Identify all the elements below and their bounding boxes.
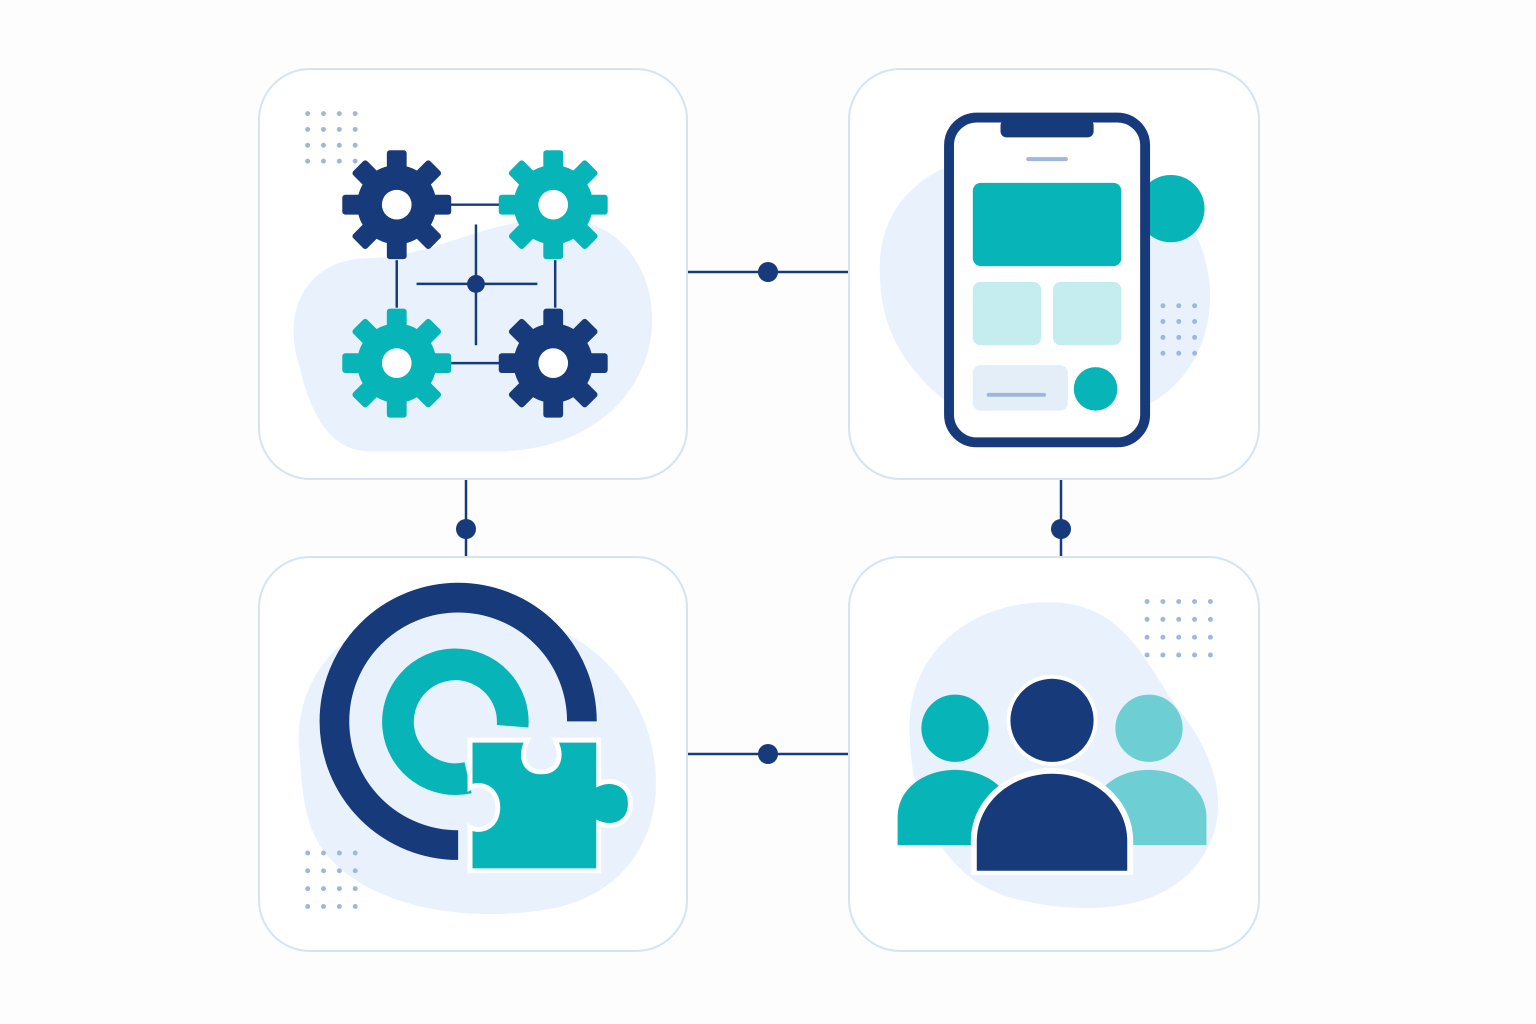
user-center — [970, 674, 1134, 875]
bottom-bar-line — [986, 392, 1047, 397]
bottom-bar — [972, 365, 1068, 411]
user-group-icon — [897, 599, 1219, 909]
integration-card — [258, 556, 688, 952]
gear-navy-tl — [342, 150, 452, 260]
connector-automation-mobile — [688, 262, 848, 282]
accent-circle — [1137, 174, 1205, 243]
outer-ring — [319, 582, 597, 860]
dot-grid — [1160, 303, 1198, 356]
dot-grid — [305, 111, 358, 164]
mobile-app-card — [848, 68, 1260, 480]
gears-network-icon — [293, 111, 653, 452]
status-line — [1026, 157, 1068, 162]
hub-node — [467, 274, 485, 293]
community-card — [848, 556, 1260, 952]
hero-block — [972, 182, 1122, 267]
target-puzzle-icon — [298, 582, 656, 915]
automation-card — [258, 68, 688, 480]
puzzle-piece — [467, 737, 633, 874]
dot-grid — [1144, 599, 1213, 658]
tile-right — [1053, 281, 1122, 346]
connector-integration-community — [688, 744, 848, 764]
gear-teal-tr — [498, 150, 608, 260]
tile-left — [972, 281, 1042, 346]
action-dot — [1073, 367, 1118, 411]
inner-ring — [382, 648, 529, 795]
gear-navy-br — [498, 308, 608, 418]
dot-grid — [305, 850, 358, 909]
connector-mobile-community — [1051, 480, 1071, 556]
phone-notch — [1000, 119, 1094, 138]
background-blob — [293, 218, 653, 452]
gear-teal-bl — [342, 308, 452, 418]
smartphone-app-icon — [879, 112, 1211, 448]
user-left — [897, 694, 1013, 846]
connector-automation-integration — [456, 480, 476, 556]
